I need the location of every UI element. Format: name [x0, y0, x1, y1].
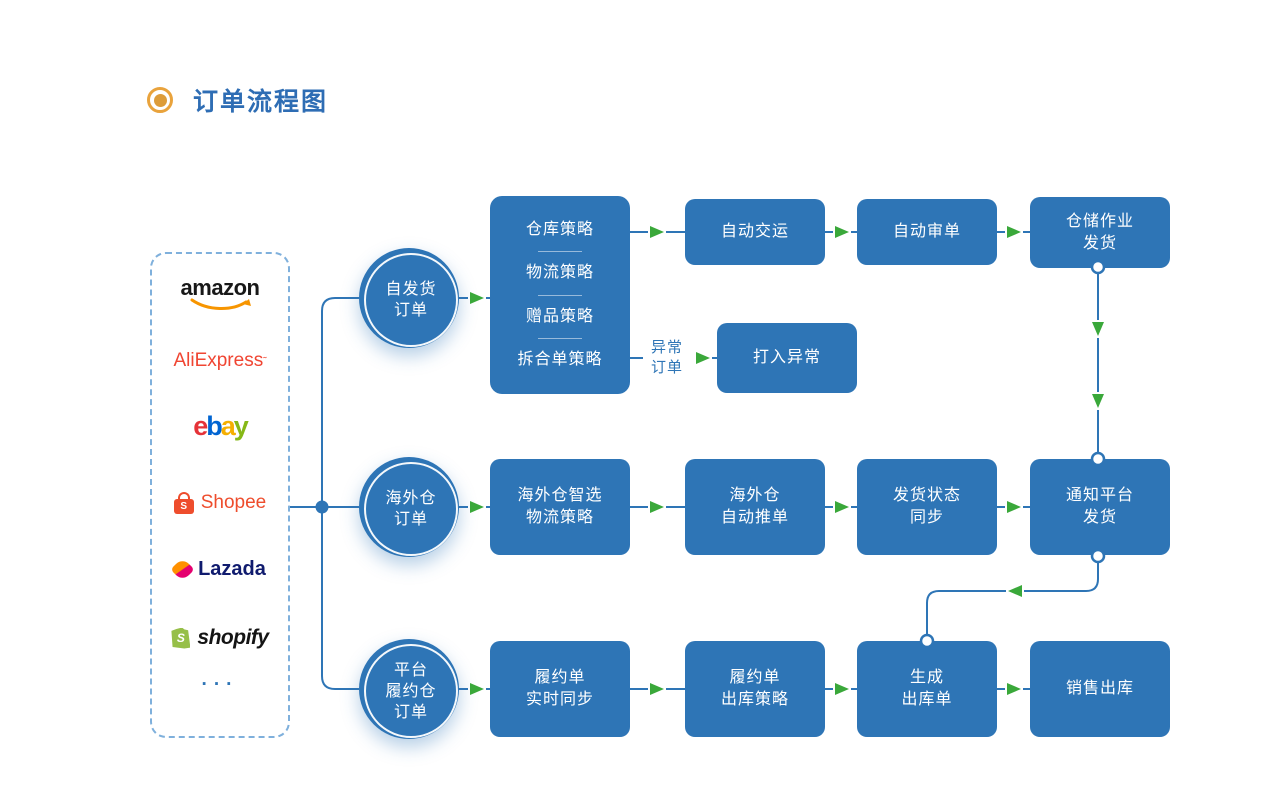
node-notify-platform: 通知平台 发货: [1030, 459, 1170, 555]
arrow-strategy-dispatch: [650, 226, 664, 238]
section-bullet-icon: [147, 87, 173, 113]
node-warehouse-ship: 仓储作业 发货: [1030, 197, 1170, 268]
flow-circle-overseas: 海外仓 订单: [359, 457, 459, 557]
arrow-smart-push: [650, 501, 664, 513]
flow-circle-self-ship: 自发货 订单: [359, 248, 459, 348]
ebay-wordmark: ebay: [193, 411, 249, 441]
node-outbound-strategy: 履约单 出库策略: [685, 641, 825, 737]
lazada-heart-icon: [170, 557, 195, 582]
ebay-letter-y: y: [233, 411, 249, 441]
arrow-generate-sales: [1007, 683, 1021, 695]
node-status-sync: 发货状态 同步: [857, 459, 997, 555]
shopee-logo: S Shopee: [152, 492, 288, 514]
node-auto-push: 海外仓 自动推单: [685, 459, 825, 555]
ebay-letter-a: a: [220, 411, 236, 441]
arrow-c3-box: [470, 683, 484, 695]
amazon-smile-icon: [190, 298, 251, 310]
arrow-outbound-generate: [835, 683, 849, 695]
junction-dot: [315, 500, 329, 514]
amazon-wordmark: amazon: [180, 275, 260, 300]
node-generate-outbound: 生成 出库单: [857, 641, 997, 737]
amazon-logo: amazon: [152, 275, 288, 312]
arrow-exception: [696, 352, 710, 364]
lazada-wordmark: Lazada: [198, 558, 266, 580]
arrow-dispatch-review: [835, 226, 849, 238]
arrow-drop-1: [1092, 322, 1104, 336]
lazada-row: Lazada: [170, 557, 266, 582]
shopee-wordmark: Shopee: [200, 492, 267, 513]
strategy-warehouse: 仓库策略: [525, 221, 594, 239]
shopee-bag-icon: S: [173, 492, 194, 514]
shopify-bag-icon: S: [171, 627, 191, 649]
arrow-sync-notify: [1007, 501, 1021, 513]
lazada-logo: Lazada: [152, 557, 288, 582]
arrow-return-left: [1008, 585, 1022, 597]
section-bullet-dot: [153, 93, 167, 107]
amazon-smile-curve: [190, 298, 248, 310]
amazon-smile-tip: [243, 299, 251, 306]
aliexpress-wordmark: AliExpress: [173, 350, 264, 371]
arrow-c2-box: [470, 501, 484, 513]
shopify-logo: S shopify: [152, 626, 288, 650]
arrow-drop-2: [1092, 394, 1104, 408]
wire-return-a: [1024, 556, 1099, 592]
flow-circle-platform-fulfillment-label: 平台 履约仓 订单: [364, 644, 458, 738]
strategy-logistics: 物流策略: [525, 264, 594, 282]
strategy-split-merge: 拆合单策略: [517, 350, 603, 368]
node-exception: 打入异常: [717, 323, 857, 393]
flow-circle-self-ship-label: 自发货 订单: [364, 253, 458, 347]
ellipsis-dots: ···: [201, 674, 239, 695]
ebay-logo: ebay: [152, 411, 288, 441]
node-sales-outbound: 销售出库: [1030, 641, 1170, 737]
strategy-divider: [538, 251, 582, 253]
flow-circle-platform-fulfillment: 平台 履约仓 订单: [359, 639, 459, 739]
aliexpress-trademark: ˜: [263, 355, 267, 367]
more-platforms-ellipsis: ···: [152, 674, 288, 696]
flow-circle-overseas-label: 海外仓 订单: [364, 462, 458, 556]
arrow-realtime-outbound: [650, 683, 664, 695]
shopee-row: S Shopee: [173, 492, 267, 514]
section-header: 订单流程图: [147, 82, 328, 118]
ebay-letter-e: e: [193, 411, 208, 441]
page-title: 订单流程图: [193, 88, 329, 116]
aliexpress-logo: AliExpress ˜: [152, 350, 288, 372]
strategy-divider: [538, 337, 582, 339]
node-smart-logistics: 海外仓智选 物流策略: [490, 459, 630, 555]
platforms-panel: amazon AliExpress ˜ ebay S Shopee Lazada: [150, 252, 290, 738]
exception-order-label: 异常 订单: [650, 339, 683, 376]
shopify-row: S shopify: [171, 626, 269, 650]
strategy-divider: [538, 294, 582, 296]
ebay-letter-b: b: [206, 411, 222, 441]
node-strategy-stack: 仓库策略 物流策略 赠品策略 拆合单策略: [490, 196, 630, 394]
arrow-review-warehouse: [1007, 226, 1021, 238]
wire-branch-platform-fulfillment: [321, 508, 359, 690]
node-realtime-sync: 履约单 实时同步: [490, 641, 630, 737]
wire-return-b: [926, 590, 1006, 640]
arrow-push-sync: [835, 501, 849, 513]
arrow-c1-box: [470, 292, 484, 304]
node-auto-review: 自动审单: [857, 199, 997, 265]
node-auto-dispatch: 自动交运: [685, 199, 825, 265]
strategy-gift: 赠品策略: [525, 307, 594, 325]
wire-branch-self-ship: [321, 297, 359, 506]
shopify-wordmark: shopify: [197, 626, 269, 649]
